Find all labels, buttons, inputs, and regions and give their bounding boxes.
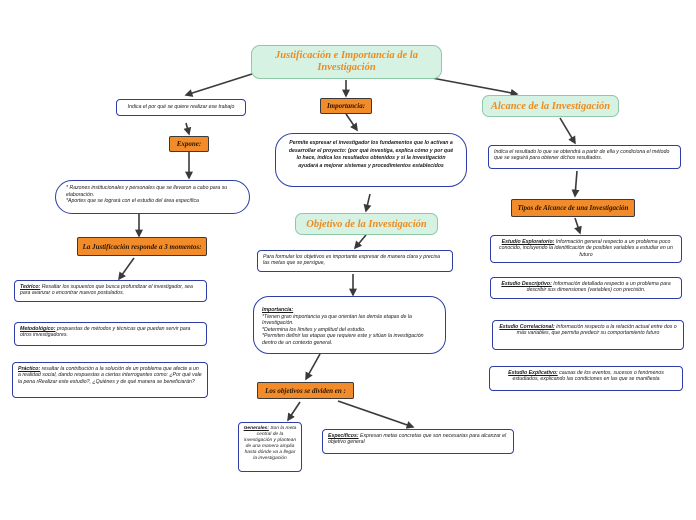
practico-term: Práctico: <box>18 366 41 372</box>
connector-moments-to-teorico <box>118 257 135 281</box>
exploratorio-box: Estudio Exploratorio: Información genera… <box>490 235 682 263</box>
generales-term: Generales: <box>243 426 269 431</box>
objetivo-importancia-term: Importancia: <box>262 307 294 313</box>
importancia-label: Importancia: <box>320 98 372 114</box>
teorico-term: Teórico: <box>20 284 41 290</box>
connector-objimp-to-dividen <box>305 353 321 381</box>
connector-alcance-to-text <box>559 117 576 145</box>
exploratorio-text: Información general respecto a un proble… <box>499 239 673 258</box>
connector-alctext-to-tipos <box>571 170 580 198</box>
connector-objetivo-to-text <box>353 234 367 250</box>
especificos-term: Específicos: <box>328 433 359 439</box>
descriptivo-box: Estudio Descriptivo: Información detalla… <box>490 277 682 299</box>
generales-box: Generales: Son la meta central de la inv… <box>238 422 302 472</box>
connector-dividen-to-especificos <box>337 400 415 429</box>
justification-question-text: Indica el por qué se quiere realizar ese… <box>127 104 235 111</box>
metodologico-term: Metodológico: <box>20 326 56 332</box>
main-title: Justificación e Importancia de la Invest… <box>251 45 442 79</box>
explicativo-term: Estudio Explicativo: <box>508 370 558 376</box>
teorico-text: Resaltar los supuestos que busca profund… <box>20 284 193 297</box>
reasons-box: * Razones institucionales y personales q… <box>55 180 250 214</box>
dividen-label: Los objetivos se dividen en : <box>257 382 354 399</box>
objetivo-importancia-box: Importancia: *Tienen gran importancia ya… <box>253 296 446 354</box>
generales-text: Son la meta central de la investigación … <box>243 426 297 461</box>
objetivo-title: Objetivo de la Investigación <box>295 213 438 235</box>
explicativo-text: causas de los eventos, sucesos o fenómen… <box>512 370 664 383</box>
metodologico-text: propuestas de métodos y técnicas que pue… <box>20 326 191 339</box>
practico-text: resaltar la contribución a la solución d… <box>18 366 202 385</box>
descriptivo-term: Estudio Descriptivo: <box>501 281 552 287</box>
moments-label: La Justificación responde a 3 momentos: <box>77 237 207 256</box>
justification-question-box: Indica el por qué se quiere realizar ese… <box>116 99 246 116</box>
objetivo-box: Para formular los objetivos es important… <box>257 250 453 272</box>
correlacional-term: Estudio Correlacional: <box>499 324 555 330</box>
correlacional-box: Estudio Correlacional: Información respe… <box>492 320 684 350</box>
especificos-box: Específicos: Expresan metas concretas qu… <box>322 429 514 454</box>
connector-question-to-expone <box>183 122 192 136</box>
connector-title-to-question <box>184 73 253 97</box>
correlacional-text: Información respecto a la relación actua… <box>516 324 677 337</box>
objetivo-text: Para formular los objetivos es important… <box>263 254 441 267</box>
connector-tipos-to-exploratorio <box>574 217 582 235</box>
alcance-box: Indica el resultado lo que se obtendrá a… <box>488 145 681 169</box>
alcance-title: Alcance de la Investigación <box>482 95 619 117</box>
connector-dividen-to-generales <box>287 401 301 422</box>
especificos-text: Expresan metas concretas que son necesar… <box>328 433 507 446</box>
tipos-label: Tipos de Alcance de una Investigación <box>511 199 635 217</box>
expone-label: Expone: <box>169 136 209 152</box>
metodologico-box: Metodológico: propuestas de métodos y té… <box>14 322 207 346</box>
connector-title-to-alcance <box>431 77 519 97</box>
teorico-box: Teórico: Resaltar los supuestos que busc… <box>14 280 207 302</box>
alcance-text: Indica el resultado lo que se obtendrá a… <box>494 149 670 162</box>
objetivo-importancia-text: *Tienen gran importancia ya que orientan… <box>262 313 424 346</box>
practico-box: Práctico: resaltar la contribución a la … <box>12 362 208 398</box>
descriptivo-text: Información detallada respecto a un prob… <box>526 281 671 294</box>
connector-importancia-to-text <box>345 113 358 132</box>
importancia-box: Permite expresar el investigador los fun… <box>275 133 467 187</box>
connector-imptext-to-objetivo <box>363 193 372 213</box>
explicativo-box: Estudio Explicativo: causas de los event… <box>489 366 683 391</box>
exploratorio-term: Estudio Exploratorio: <box>501 239 555 245</box>
